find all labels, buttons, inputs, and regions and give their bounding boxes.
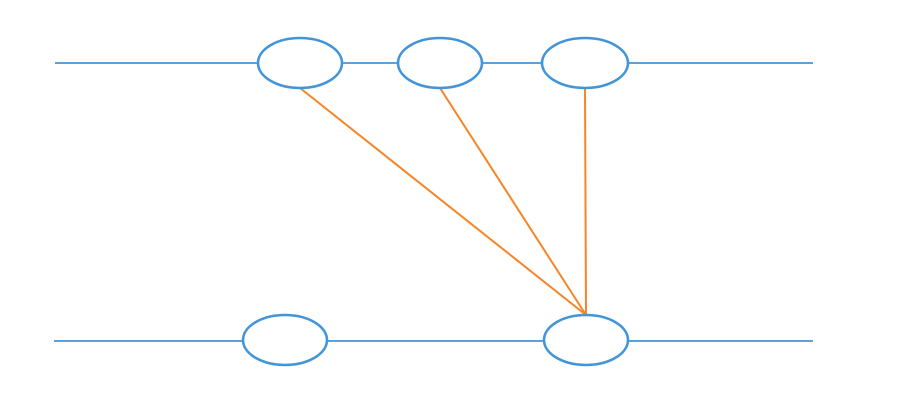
- node-ellipse-bottom-1[interactable]: [241, 313, 329, 367]
- node-ellipse-top-3[interactable]: [540, 36, 630, 90]
- node-ellipse-top-1[interactable]: [256, 36, 344, 90]
- node-ellipse-top-2[interactable]: [396, 36, 484, 90]
- connector-edge-top-3-to-bottom-2: [584, 87, 587, 316]
- connector-edge-top-1-to-bottom-2: [299, 87, 587, 316]
- connector-edge-top-2-to-bottom-2: [439, 87, 587, 316]
- node-ellipse-bottom-2[interactable]: [542, 313, 630, 367]
